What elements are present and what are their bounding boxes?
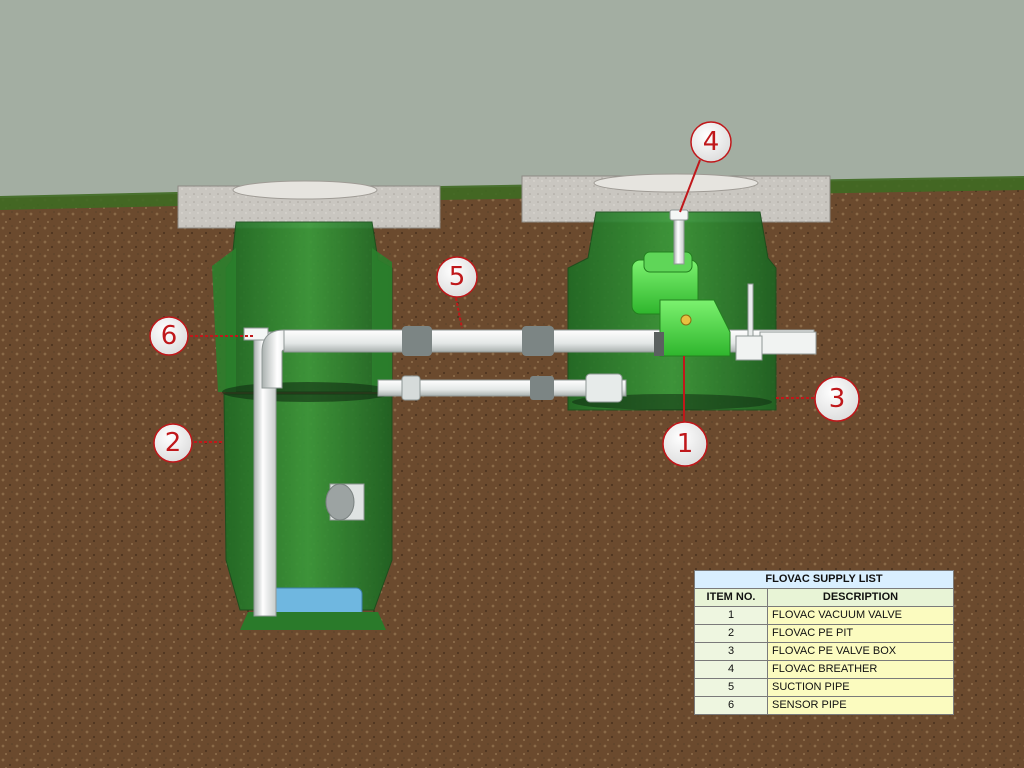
pit-lid xyxy=(232,180,378,200)
callout-4: 4 xyxy=(690,121,732,163)
item-number: 3 xyxy=(694,642,768,661)
valve-indicator xyxy=(680,314,692,326)
flovac-breather xyxy=(669,209,689,265)
item-number: 6 xyxy=(694,696,768,715)
suction-pipe-end xyxy=(759,331,817,355)
item-number: 5 xyxy=(694,678,768,697)
item-description: SUCTION PIPE xyxy=(767,678,954,697)
supply-list-title-row: FLOVAC SUPPLY LIST xyxy=(694,570,954,589)
item-number: 1 xyxy=(694,606,768,625)
valvebox-lid xyxy=(593,173,759,193)
sensor-rod xyxy=(747,283,754,337)
table-row: 2 FLOVAC PE PIT xyxy=(694,624,954,643)
callout-2-number: 2 xyxy=(165,428,182,458)
table-row: 3 FLOVAC PE VALVE BOX xyxy=(694,642,954,661)
flovac-vacuum-valve xyxy=(631,251,763,361)
pit-inlet-opening xyxy=(325,483,355,521)
sky-background xyxy=(0,0,1024,210)
sensor-pipe-top xyxy=(243,327,269,341)
valve-outlet-fitting xyxy=(735,335,763,361)
item-description: FLOVAC VACUUM VALVE xyxy=(767,606,954,625)
item-description: FLOVAC PE PIT xyxy=(767,624,954,643)
pit-body-upper xyxy=(225,221,393,393)
callout-3: 3 xyxy=(814,376,860,422)
valve-controller xyxy=(643,251,693,273)
callout-3-number: 3 xyxy=(829,384,846,414)
pit-flange xyxy=(212,248,236,392)
callout-4-number: 4 xyxy=(703,127,720,157)
callout-5: 5 xyxy=(436,256,478,298)
callout-6: 6 xyxy=(149,316,189,356)
callout-1: 1 xyxy=(662,421,708,467)
lower-pipe-fitting xyxy=(585,373,623,403)
supply-list-title: FLOVAC SUPPLY LIST xyxy=(694,570,954,589)
table-row: 6 SENSOR PIPE xyxy=(694,696,954,715)
item-description: FLOVAC BREATHER xyxy=(767,660,954,679)
pit-flange-right xyxy=(372,248,392,392)
breather-cap xyxy=(669,209,689,221)
supply-list-table: FLOVAC SUPPLY LIST ITEM NO. DESCRIPTION … xyxy=(694,570,954,715)
lower-pipe-coupler-1 xyxy=(401,375,421,401)
valve-clamp xyxy=(654,332,664,356)
table-row: 5 SUCTION PIPE xyxy=(694,678,954,697)
callout-line-4 xyxy=(679,159,701,213)
table-row: 4 FLOVAC BREATHER xyxy=(694,660,954,679)
item-description: FLOVAC PE VALVE BOX xyxy=(767,642,954,661)
item-number: 2 xyxy=(694,624,768,643)
callout-2: 2 xyxy=(153,423,193,463)
lower-pipe xyxy=(377,379,627,397)
callout-6-number: 6 xyxy=(161,321,178,351)
suction-pipe-coupler-2 xyxy=(522,326,554,356)
suction-pipe-coupler-1 xyxy=(402,326,432,356)
item-description: SENSOR PIPE xyxy=(767,696,954,715)
supply-list-header-row: ITEM NO. DESCRIPTION xyxy=(694,588,954,607)
callout-1-number: 1 xyxy=(677,429,694,459)
lower-pipe-coupler-2 xyxy=(530,376,554,400)
callout-5-number: 5 xyxy=(449,262,466,292)
pit-body-lower xyxy=(223,393,393,611)
table-row: 1 FLOVAC VACUUM VALVE xyxy=(694,606,954,625)
col-header-description: DESCRIPTION xyxy=(767,588,954,607)
breather-pipe xyxy=(673,213,685,265)
callout-line-5 xyxy=(455,297,463,329)
item-number: 4 xyxy=(694,660,768,679)
col-header-item-no: ITEM NO. xyxy=(694,588,768,607)
pit-rim-shadow xyxy=(222,382,394,402)
